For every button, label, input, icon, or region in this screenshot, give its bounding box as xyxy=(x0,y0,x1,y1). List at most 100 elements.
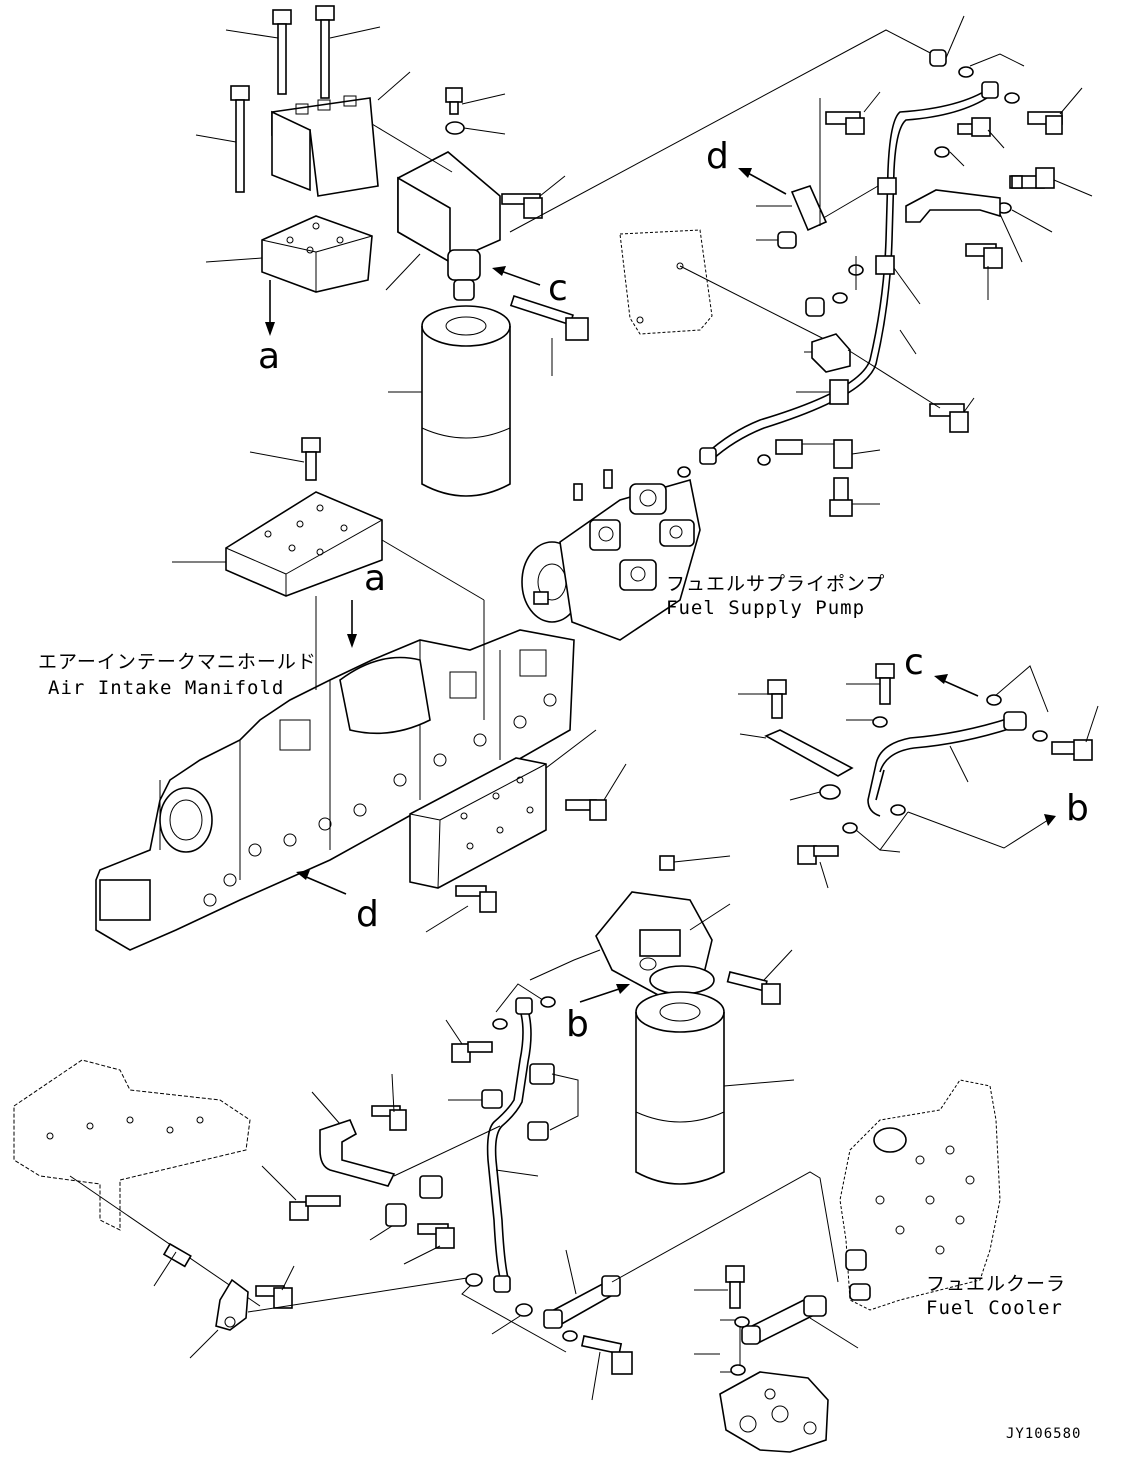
long-bolt-3 xyxy=(195,85,250,193)
washer-top-right-2 xyxy=(1004,92,1020,104)
clip-lower-1 xyxy=(529,1063,555,1085)
ref-label-d-top: d xyxy=(706,136,729,177)
plug-center xyxy=(659,855,731,871)
pin-lower-left xyxy=(153,1242,192,1287)
fuel-pipe-lower xyxy=(486,997,539,1293)
label-fuel-supply-pump-jp: フュエルサプライポンプ xyxy=(666,573,885,595)
bolt-pump-lower xyxy=(829,477,880,517)
bolt-mid-top xyxy=(249,437,321,481)
bolt-cover-plate-1 xyxy=(565,763,627,821)
bolt-lower-left-pipe xyxy=(445,1019,493,1063)
ref-label-c-mid: c xyxy=(904,642,924,683)
ref-label-c-top: c xyxy=(548,268,568,309)
mounting-bracket xyxy=(271,71,411,197)
valve-block-cooler xyxy=(719,1371,829,1453)
ref-label-b-center: b xyxy=(566,1004,589,1045)
banjo-bolt-pump xyxy=(775,439,834,455)
spacer-plate-mid xyxy=(172,491,485,720)
clip-lower-3 xyxy=(527,1121,549,1141)
bolt-mid-right-2 xyxy=(846,663,895,705)
bracket-lower-left xyxy=(189,1278,249,1359)
clamp-bracket-pump xyxy=(804,333,851,373)
label-air-intake-manifold-jp: エアーインテークマニホールド xyxy=(38,651,317,673)
washer-lower-pipe-4 xyxy=(491,1303,533,1335)
clamp-lower-mid xyxy=(419,1175,443,1199)
washer-c-2 xyxy=(1032,730,1048,742)
air-intake-manifold xyxy=(95,629,575,951)
filter-head xyxy=(385,151,501,301)
clamp-pump-1 xyxy=(796,379,849,405)
spacer-plate xyxy=(205,215,373,336)
label-air-intake-manifold-en: Air Intake Manifold xyxy=(48,677,284,699)
clamp-lower-small xyxy=(369,1203,407,1241)
u-bracket-lower xyxy=(311,1091,501,1187)
washer-cooler-1 xyxy=(734,1316,750,1328)
washer-lower-pipe-2 xyxy=(492,1018,508,1030)
long-bolt-2 xyxy=(315,5,381,99)
bolt-b-lower xyxy=(797,845,839,889)
fuel-filter-top xyxy=(388,305,511,497)
bolt-lower-center xyxy=(371,1073,407,1131)
washer-mid-right xyxy=(846,716,888,728)
washer-cooler-2 xyxy=(730,1364,746,1376)
washer-lower-pipe-1 xyxy=(540,996,556,1008)
label-fuel-supply-pump-en: Fuel Supply Pump xyxy=(666,597,865,619)
washer-b-2 xyxy=(842,822,858,834)
flat-bracket-mid-right xyxy=(739,729,854,777)
bolt-lower-bottom xyxy=(580,1335,633,1401)
frame-plate-left xyxy=(13,1059,261,1307)
ref-label-a-mid: a xyxy=(364,558,386,599)
drawing-code: JY106580 xyxy=(1006,1426,1081,1442)
bolt-lower-left-1 xyxy=(261,1165,341,1221)
bolt-pipe-clamp xyxy=(825,91,881,135)
washer-clamp-1 xyxy=(832,292,848,304)
side-bolt-filter-head xyxy=(501,175,566,219)
washer-top-right-4 xyxy=(996,202,1053,233)
long-bolt-c xyxy=(509,294,589,376)
washer-top xyxy=(445,121,506,135)
nut-clamp-1 xyxy=(805,297,825,317)
ref-label-d-mid: d xyxy=(356,894,379,935)
washer-pump-1 xyxy=(757,454,771,466)
fuel-filter-lower xyxy=(635,991,795,1185)
bolt-top-right-2 xyxy=(957,117,1005,149)
label-fuel-cooler-en: Fuel Cooler xyxy=(926,1297,1063,1319)
clamp-pipe-1 xyxy=(819,177,897,221)
l-bracket-top-right xyxy=(905,189,1023,263)
fuel-pipe-upper xyxy=(699,81,999,465)
bolt-lower-mid xyxy=(403,1223,455,1265)
hose-fitting-lower xyxy=(543,1171,839,1329)
bolt-cover-plate-2 xyxy=(425,885,497,933)
bolt-mid-right-1 xyxy=(738,679,787,719)
fuel-cooler xyxy=(839,1079,1001,1311)
fuel-hose-mid xyxy=(867,711,1027,817)
fuel-supply-pump xyxy=(521,469,701,641)
fuel-hose-cooler xyxy=(741,1295,859,1349)
small-bolt-top xyxy=(445,87,506,115)
washer-top-right-1 xyxy=(958,53,1025,78)
washer-c-1 xyxy=(986,694,1002,706)
small-part-top-right xyxy=(1011,175,1023,189)
nut-top-right xyxy=(929,15,965,67)
washer-top-right-3 xyxy=(934,146,965,167)
ref-label-a-top: a xyxy=(258,336,280,377)
ref-label-b-right: b xyxy=(1066,788,1089,829)
washer-pump-2 xyxy=(677,466,691,478)
clip-lower-2 xyxy=(448,1089,503,1109)
bolt-top-right-1 xyxy=(1027,87,1083,135)
washer-lower-pipe-5 xyxy=(562,1330,578,1342)
nut-d xyxy=(756,231,797,249)
washer-lower-pipe-3 xyxy=(465,1273,483,1287)
bolt-pump-right xyxy=(847,349,975,433)
long-bolt-1 xyxy=(225,9,292,95)
bolt-cooler-top xyxy=(694,1265,745,1309)
clip-bracket-d xyxy=(756,98,828,232)
nut-mid-right xyxy=(789,784,841,801)
filter-head-lower xyxy=(595,891,731,997)
washer-b-1 xyxy=(890,804,906,816)
washer-clamp-2 xyxy=(848,256,864,290)
cover-plate-mid xyxy=(409,729,597,889)
bolt-top-right-4 xyxy=(965,243,1003,300)
label-fuel-cooler-jp: フュエルクーラ xyxy=(926,1273,1066,1295)
